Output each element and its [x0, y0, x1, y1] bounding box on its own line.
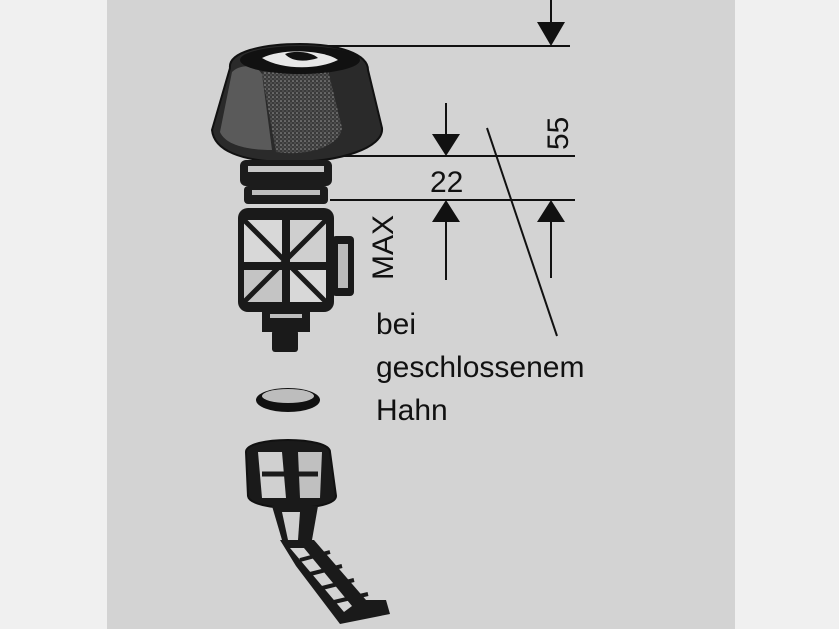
note-line-2: geschlossenem — [376, 351, 584, 384]
diagram-panel — [107, 0, 735, 629]
valve-knob — [210, 42, 384, 164]
valve-collar — [240, 160, 332, 204]
hose-fitting — [244, 439, 390, 624]
dimension-lines — [300, 0, 575, 337]
note-line-3: Hahn — [376, 394, 448, 427]
note-text: bei geschlossenem Hahn — [376, 308, 584, 427]
valve-body — [238, 208, 354, 352]
note-line-1: bei — [376, 308, 416, 341]
arrow-up-22 — [432, 200, 460, 222]
arrow-up-55 — [537, 200, 565, 222]
note-leader-line — [486, 127, 558, 337]
dim-22-label: 22 — [430, 166, 463, 199]
arrow-down-top — [537, 22, 565, 46]
arrow-down-22 — [432, 134, 460, 156]
dim-max-label: MAX — [367, 215, 400, 280]
washer — [256, 388, 320, 412]
dim-55-label: 55 — [542, 117, 575, 150]
dimension-arrows — [432, 22, 565, 222]
